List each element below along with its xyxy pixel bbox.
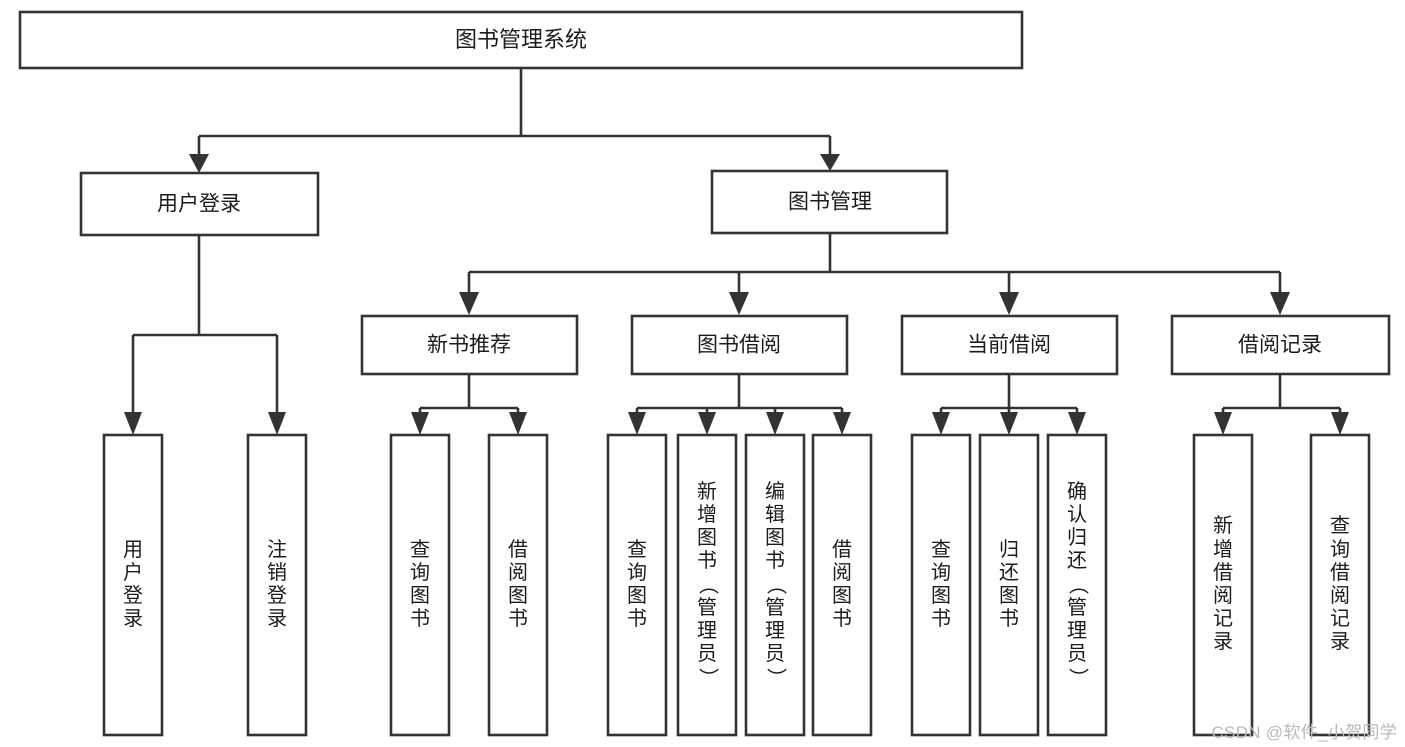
leaf-box-book-borrow-3[interactable]	[744, 433, 806, 737]
node-borrow-record-label: 借阅记录	[1238, 334, 1322, 357]
leaf-boxes-borrow-record	[1192, 433, 1371, 737]
leaf-box-new-book-1[interactable]	[389, 433, 451, 737]
arrow-to-book-manage	[820, 154, 840, 171]
arrow-borrow-record-leaf-1	[1214, 412, 1232, 435]
leaf-box-new-book-2[interactable]	[487, 433, 549, 737]
leaf-boxes-book-borrow	[606, 433, 873, 737]
node-book-manage-label: 图书管理	[788, 191, 872, 214]
arrow-current-borrow-leaf-3	[1068, 412, 1086, 435]
arrow-current-borrow-leaf-1	[932, 412, 950, 435]
node-user-login-box[interactable]	[79, 171, 320, 237]
leaf-boxes-user-login	[102, 433, 308, 737]
node-current-borrow-label: 当前借阅	[967, 334, 1051, 357]
arrow-leaf-user-login-2	[268, 412, 286, 435]
node-user-login[interactable]: 用户登录	[79, 171, 320, 237]
arrow-book-borrow-leaf-2	[698, 412, 716, 435]
leaf-box-borrow-record-2[interactable]	[1309, 433, 1371, 737]
node-new-book-label: 新书推荐	[427, 334, 511, 357]
node-borrow-record-box[interactable]	[1170, 314, 1391, 376]
node-root[interactable]: 图书管理系统	[18, 10, 1024, 70]
arrow-leaf-user-login-1	[124, 412, 142, 435]
node-book-manage-box[interactable]	[710, 169, 949, 235]
arrow-book-borrow-leaf-3	[766, 412, 784, 435]
node-root-label: 图书管理系统	[455, 27, 587, 52]
leaf-boxes-new-book	[389, 433, 549, 737]
node-current-borrow[interactable]: 当前借阅	[900, 314, 1119, 376]
arrow-level3-2	[729, 292, 749, 315]
leaf-box-current-borrow-1[interactable]	[910, 433, 972, 737]
leaf-boxes-current-borrow	[910, 433, 1108, 737]
arrow-book-borrow-leaf-4	[833, 412, 851, 435]
arrow-new-book-leaf-2	[509, 412, 527, 435]
node-new-book-box[interactable]	[360, 314, 579, 376]
node-book-borrow-box[interactable]	[630, 314, 849, 376]
node-borrow-record[interactable]: 借阅记录	[1170, 314, 1391, 376]
node-book-borrow[interactable]: 图书借阅	[630, 314, 849, 376]
arrow-current-borrow-leaf-2	[1000, 412, 1018, 435]
node-user-login-label: 用户登录	[157, 193, 241, 216]
arrow-level3-3	[999, 292, 1019, 315]
node-book-borrow-label: 图书借阅	[697, 334, 781, 357]
leaf-box-borrow-record-1[interactable]	[1192, 433, 1254, 737]
arrow-level3-1	[459, 292, 479, 315]
node-current-borrow-box[interactable]	[900, 314, 1119, 376]
arrow-to-user-login	[189, 154, 209, 173]
leaf-box-current-borrow-3[interactable]	[1046, 433, 1108, 737]
connector-layer	[124, 68, 1349, 435]
arrow-level3-4	[1270, 292, 1290, 315]
node-root-box[interactable]	[18, 10, 1024, 70]
arrow-new-book-leaf-1	[411, 412, 429, 435]
arrow-book-borrow-leaf-1	[628, 412, 646, 435]
leaf-box-current-borrow-2[interactable]	[978, 433, 1040, 737]
node-new-book[interactable]: 新书推荐	[360, 314, 579, 376]
leaf-box-book-borrow-2[interactable]	[676, 433, 738, 737]
leaf-box-book-borrow-1[interactable]	[606, 433, 668, 737]
leaf-box-user-login-2[interactable]	[246, 433, 308, 737]
arrow-borrow-record-leaf-2	[1331, 412, 1349, 435]
leaf-box-book-borrow-4[interactable]	[811, 433, 873, 737]
node-book-manage[interactable]: 图书管理	[710, 169, 949, 235]
watermark-text: CSDN @软件_小贺同学	[1211, 723, 1397, 742]
leaf-box-user-login-1[interactable]	[102, 433, 164, 737]
